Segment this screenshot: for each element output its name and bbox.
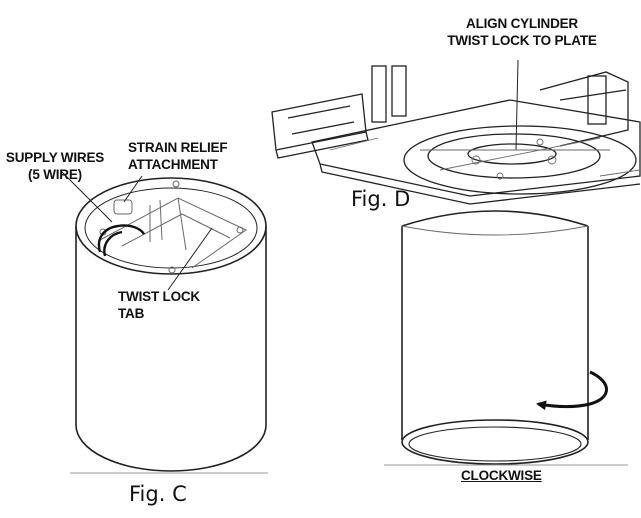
twist-lock-tab-label: TWIST LOCK TAB xyxy=(118,288,200,322)
clockwise-label: CLOCKWISE xyxy=(461,468,542,483)
supply-wires-label: SUPPLY WIRES (5 WIRE) xyxy=(2,149,108,183)
align-cylinder-label-line1: ALIGN CYLINDER xyxy=(466,16,578,31)
fig-d-plate-details xyxy=(329,137,641,180)
fig-d-cylinder xyxy=(401,210,589,465)
twist-lock-tab-label-line1: TWIST LOCK xyxy=(118,289,200,304)
leader-lines xyxy=(61,59,519,291)
strain-relief-label-line1: STRAIN RELIEF xyxy=(128,140,228,155)
fig-d-mounting-plate xyxy=(271,65,641,205)
strain-relief-label-line2: ATTACHMENT xyxy=(128,157,218,172)
fig-c-interior xyxy=(99,180,247,274)
align-cylinder-label: ALIGN CYLINDER TWIST LOCK TO PLATE xyxy=(438,15,606,49)
figure-d-caption: Fig. D xyxy=(351,187,411,211)
supply-wires-label-line2: (5 WIRE) xyxy=(28,167,82,182)
clockwise-arrow-icon xyxy=(536,370,608,411)
supply-wires-label-line1: SUPPLY WIRES xyxy=(5,150,105,165)
strain-relief-label: STRAIN RELIEF ATTACHMENT xyxy=(128,139,228,173)
align-cylinder-label-line2: TWIST LOCK TO PLATE xyxy=(447,33,597,48)
supply-wires-drawing xyxy=(97,224,145,257)
fig-c-cylinder xyxy=(75,177,267,472)
twist-lock-tab-label-line2: TAB xyxy=(118,306,145,321)
figure-c-caption: Fig. C xyxy=(129,482,187,506)
